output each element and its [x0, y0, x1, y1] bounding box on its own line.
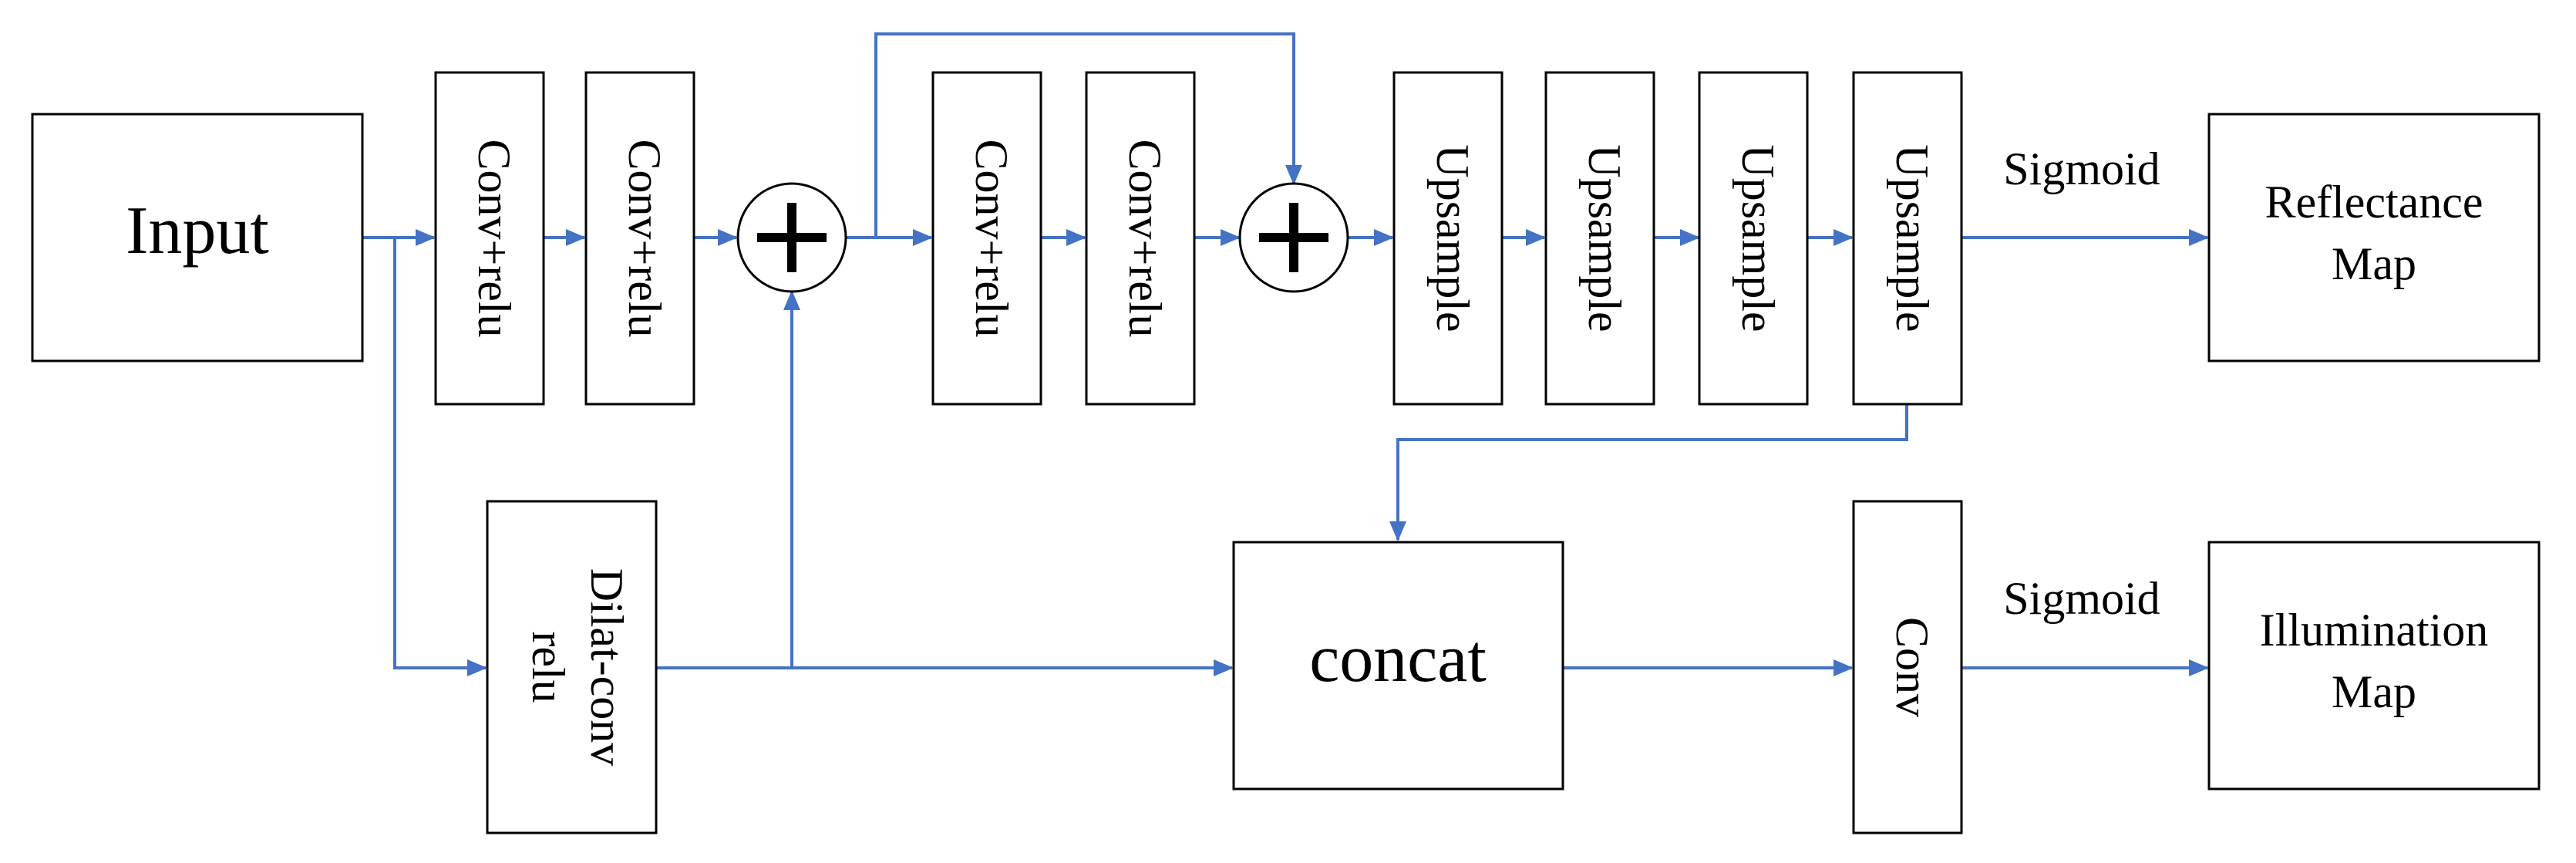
reflectance-label-line1: Reflectance	[2265, 177, 2483, 228]
add-operator-1	[736, 182, 847, 293]
dilat-box	[486, 500, 658, 834]
up4-label: Upsample	[1887, 144, 1938, 332]
concat-box	[1232, 541, 1564, 791]
conv1-box	[434, 71, 545, 406]
add-operator-2	[1238, 182, 1349, 293]
up2-box	[1544, 71, 1655, 406]
up4-box	[1852, 71, 1963, 406]
sigmoid-label-bottom: Sigmoid	[2003, 573, 2160, 624]
illumination-box	[2207, 541, 2541, 791]
conv2-label: Conv+relu	[619, 139, 670, 337]
up1-label: Upsample	[1427, 144, 1478, 332]
up1-box	[1392, 71, 1504, 406]
dilat-label-line2: relu	[523, 631, 574, 703]
sigmoid-label-top: Sigmoid	[2003, 143, 2160, 194]
up2-label: Upsample	[1579, 144, 1630, 332]
up3-box	[1698, 71, 1809, 406]
conv4-box	[1085, 71, 1196, 406]
up3-label: Upsample	[1732, 144, 1783, 332]
reflectance-box	[2207, 113, 2541, 362]
conv1-label: Conv+relu	[469, 139, 520, 337]
conv-final-label: Conv	[1887, 617, 1938, 717]
conv-final-box	[1852, 500, 1963, 834]
conv2-box	[584, 71, 695, 406]
reflectance-label-line2: Map	[2332, 238, 2416, 289]
illumination-label-line2: Map	[2332, 666, 2416, 717]
edge-up4-concat	[1389, 404, 1908, 541]
concat-label: concat	[1309, 622, 1487, 696]
input-label: Input	[126, 194, 269, 268]
dilat-label-line1: Dilat-conv	[581, 568, 632, 767]
conv4-label: Conv+relu	[1120, 139, 1170, 337]
input-box	[31, 113, 364, 362]
edge-input-dilat	[393, 238, 487, 676]
edge-skip-add1-add2	[874, 32, 1302, 238]
conv3-box	[931, 71, 1042, 406]
illumination-label-line1: Illumination	[2260, 605, 2489, 656]
connectors	[362, 32, 2209, 676]
conv3-label: Conv+relu	[966, 139, 1017, 337]
boxes	[31, 71, 2541, 834]
